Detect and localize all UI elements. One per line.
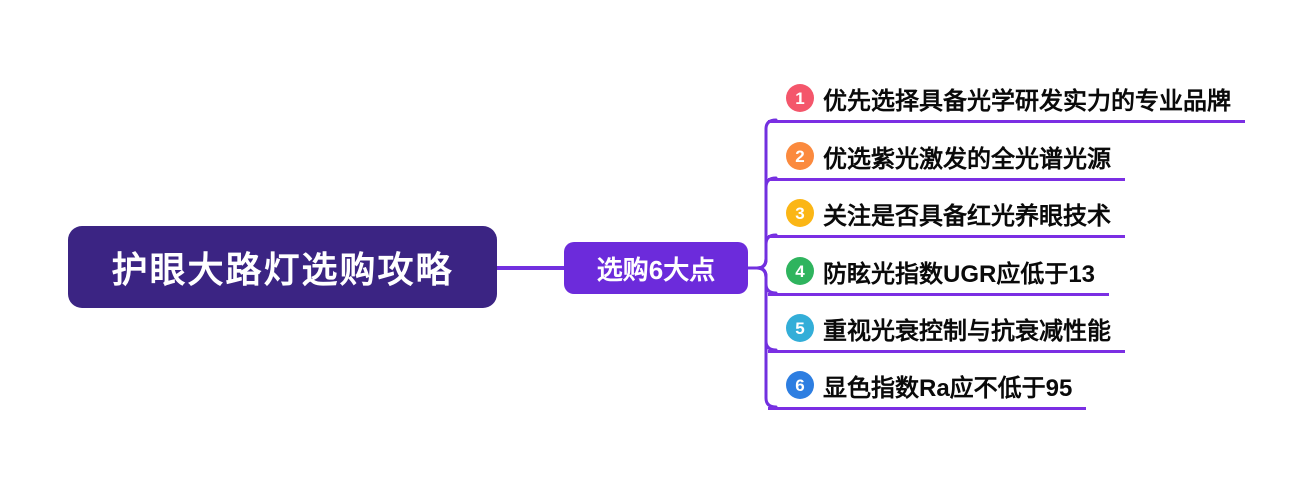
- branch-item[interactable]: 6 显色指数Ra应不低于95: [768, 366, 1087, 410]
- central-topic-title: 护眼大路灯选购攻略: [111, 249, 454, 290]
- branch-item[interactable]: 2 优选紫光激发的全光谱光源: [768, 137, 1125, 181]
- branch-label: 优先选择具备光学研发实力的专业品牌: [823, 87, 1231, 115]
- branch-item[interactable]: 3 关注是否具备红光养眼技术: [768, 194, 1125, 238]
- branch-item[interactable]: 5 重视光衰控制与抗衰减性能: [768, 309, 1125, 353]
- branch-number-badge: 3: [786, 199, 814, 227]
- hub-topic-label: 选购6大点: [596, 254, 716, 285]
- branch-item[interactable]: 4 防眩光指数UGR应低于13: [768, 252, 1110, 296]
- branch-number-badge: 4: [786, 257, 814, 285]
- branch-item[interactable]: 1 优先选择具备光学研发实力的专业品牌: [768, 79, 1245, 123]
- branch-label: 重视光衰控制与抗衰减性能: [823, 317, 1111, 345]
- branch-number-badge: 5: [786, 314, 814, 342]
- central-topic-node[interactable]: 护眼大路灯选购攻略: [68, 226, 497, 308]
- branch-number-badge: 1: [786, 84, 814, 112]
- branch-label: 防眩光指数UGR应低于13: [823, 260, 1096, 288]
- branch-label: 关注是否具备红光养眼技术: [823, 202, 1111, 230]
- branch-number-badge: 2: [786, 142, 814, 170]
- branch-number-badge: 6: [786, 371, 814, 399]
- branch-label: 显色指数Ra应不低于95: [823, 374, 1073, 402]
- hub-topic-node[interactable]: 选购6大点: [564, 242, 748, 294]
- branch-label: 优选紫光激发的全光谱光源: [823, 145, 1111, 173]
